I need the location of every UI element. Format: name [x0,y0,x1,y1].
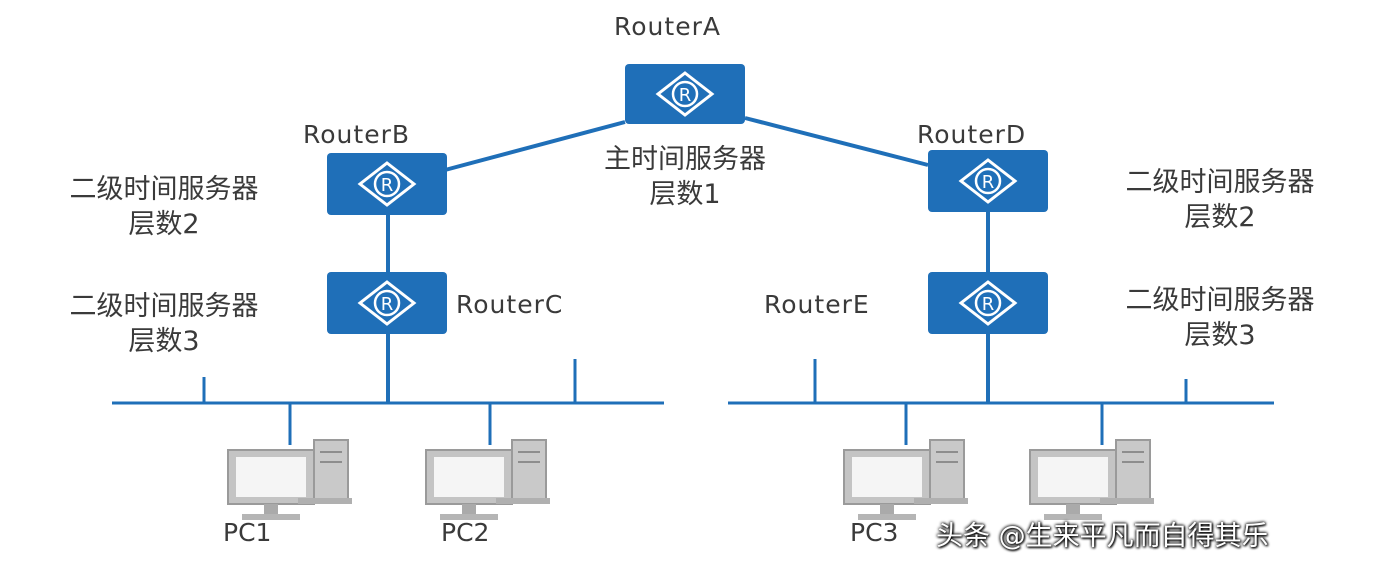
pc2-label: PC2 [441,518,490,547]
router-d-stratum: 层数2 [1184,202,1256,233]
pc1-icon [227,439,352,520]
router-c-role-label: 二级时间服务器 层数3 [14,289,314,359]
router-e-icon: R [928,272,1048,334]
link-a-d [744,116,929,167]
router-d-role-label: 二级时间服务器 层数2 [1070,165,1370,235]
router-a-role-label: 主时间服务器 层数1 [560,142,810,212]
router-e-glyph: R [982,294,995,315]
router-a-stratum: 层数1 [649,179,721,210]
router-d-role: 二级时间服务器 [1125,167,1315,198]
router-c-name: RouterC [456,290,564,319]
router-d-name: RouterD [917,120,1027,149]
router-c-icon: R [327,272,447,334]
pc2-icon [425,439,550,520]
router-b-role: 二级时间服务器 [69,174,259,205]
router-a-icon: R [625,64,745,124]
pc3-label: PC3 [850,518,899,547]
router-b-stratum: 层数2 [128,209,200,240]
router-e-role-label: 二级时间服务器 层数3 [1070,283,1370,353]
lan-bus-right [728,359,1274,445]
router-d-glyph: R [982,172,995,193]
lan-bus-left [112,359,664,445]
router-e-name: RouterE [764,290,870,319]
router-e-role: 二级时间服务器 [1125,285,1315,316]
pc1-label: PC1 [223,518,272,547]
router-e-stratum: 层数3 [1184,320,1256,351]
router-b-role-label: 二级时间服务器 层数2 [14,172,314,242]
pc3-icon [843,439,968,520]
router-a-name: RouterA [614,12,721,41]
watermark: 头条 @生来平凡而自得其乐 [936,521,1269,552]
router-a-glyph: R [679,85,692,106]
pc4-icon [1029,439,1154,520]
router-b-icon: R [327,153,447,215]
router-a-role: 主时间服务器 [604,144,766,175]
router-c-role: 二级时间服务器 [69,291,259,322]
router-b-glyph: R [381,175,394,196]
router-d-icon: R [928,150,1048,212]
router-c-stratum: 层数3 [128,326,200,357]
router-c-glyph: R [381,294,394,315]
router-b-name: RouterB [303,120,410,149]
link-a-b [444,120,626,172]
